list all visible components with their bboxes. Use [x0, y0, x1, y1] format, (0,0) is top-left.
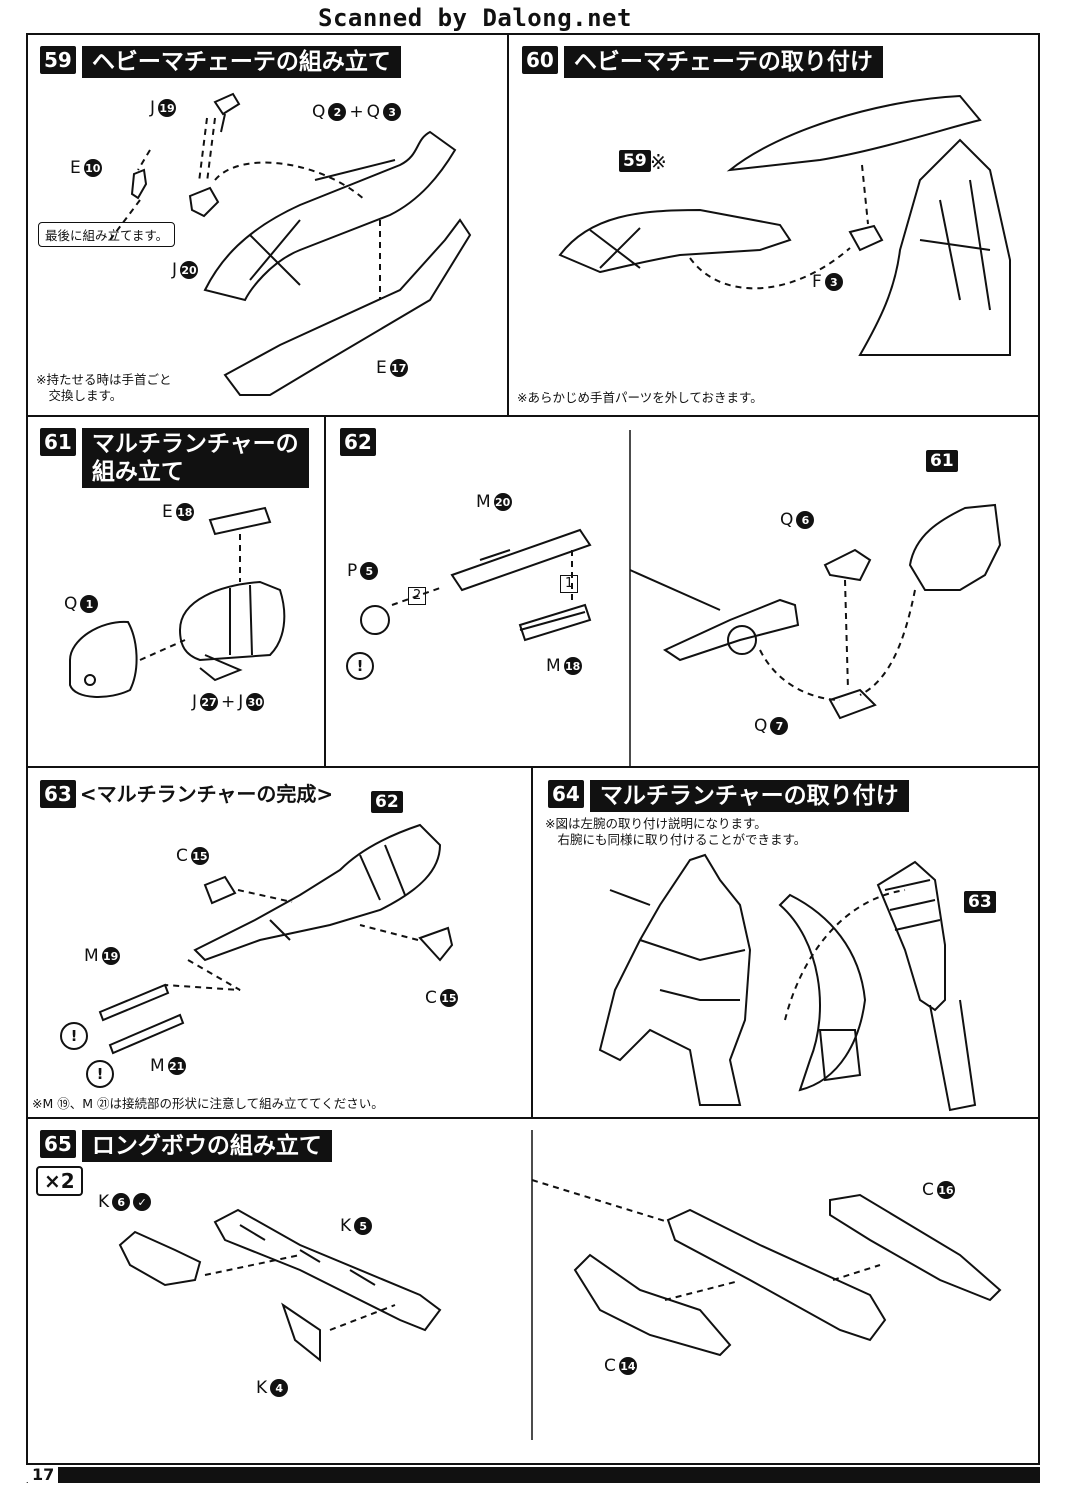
paint-icon: ✓	[133, 1193, 152, 1211]
step-number: 62	[340, 428, 376, 456]
step-number: 64	[548, 780, 584, 808]
step-title: マルチランチャーの取り付け	[589, 780, 909, 812]
assembly-order-callout: 最後に組み立てます。	[38, 222, 176, 247]
step-title: ロングボウの組み立て	[81, 1130, 332, 1162]
step-subtitle: <マルチランチャーの完成>	[79, 782, 334, 806]
divider	[507, 33, 509, 416]
reference-step-59: 59	[619, 150, 651, 172]
step-65-header: 65 ロングボウの組み立て	[40, 1130, 332, 1162]
step-title: ヘビーマチェーテの取り付け	[563, 46, 883, 78]
step-61-header: 61 マルチランチャーの 組み立て	[40, 428, 309, 488]
reference-step-61: 61	[926, 450, 958, 472]
step-note: ※図は左腕の取り付け説明になります。 右腕にも同様に取り付けることができます。	[545, 816, 807, 847]
step-note: ※持たせる時は手首ごと 交換します。	[36, 372, 172, 403]
divider	[26, 415, 1040, 417]
quantity-multiplier: ×2	[36, 1166, 83, 1196]
caution-icon: !	[86, 1060, 114, 1088]
footer-bar	[26, 1467, 1040, 1483]
divider	[26, 1117, 1040, 1119]
step-number: 63	[40, 780, 76, 808]
page-frame	[26, 33, 1040, 1465]
reference-mark: ※	[650, 150, 667, 174]
caution-icon: !	[346, 652, 374, 680]
step-number: 65	[40, 1130, 76, 1158]
step-number: 59	[40, 46, 76, 74]
order-number-1: 1	[560, 575, 579, 593]
step-60-header: 60 ヘビーマチェーテの取り付け	[522, 46, 883, 78]
step-title: ヘビーマチェーテの組み立て	[81, 46, 401, 78]
reference-step-63: 63	[964, 891, 996, 913]
step-note: ※M ⑲、M ㉑は接続部の形状に注意して組み立ててください。	[32, 1096, 384, 1111]
step-62-header: 62	[340, 428, 376, 456]
reference-step-62: 62	[371, 791, 403, 813]
page-number: 17	[28, 1465, 59, 1484]
step-note: ※あらかじめ手首パーツを外しておきます。	[517, 390, 763, 405]
step-63-header: 63 <マルチランチャーの完成>	[40, 780, 333, 808]
step-59-header: 59 ヘビーマチェーテの組み立て	[40, 46, 401, 78]
step-number: 60	[522, 46, 558, 74]
step-number: 61	[40, 428, 76, 456]
caution-icon: !	[60, 1022, 88, 1050]
scanner-watermark: Scanned by Dalong.net	[318, 4, 632, 32]
divider	[531, 766, 533, 1118]
step-title: マルチランチャーの	[91, 430, 299, 458]
step-title-line2: 組み立て	[91, 458, 299, 486]
step-64-header: 64 マルチランチャーの取り付け	[548, 780, 909, 812]
divider	[324, 415, 326, 767]
divider	[26, 766, 1040, 768]
